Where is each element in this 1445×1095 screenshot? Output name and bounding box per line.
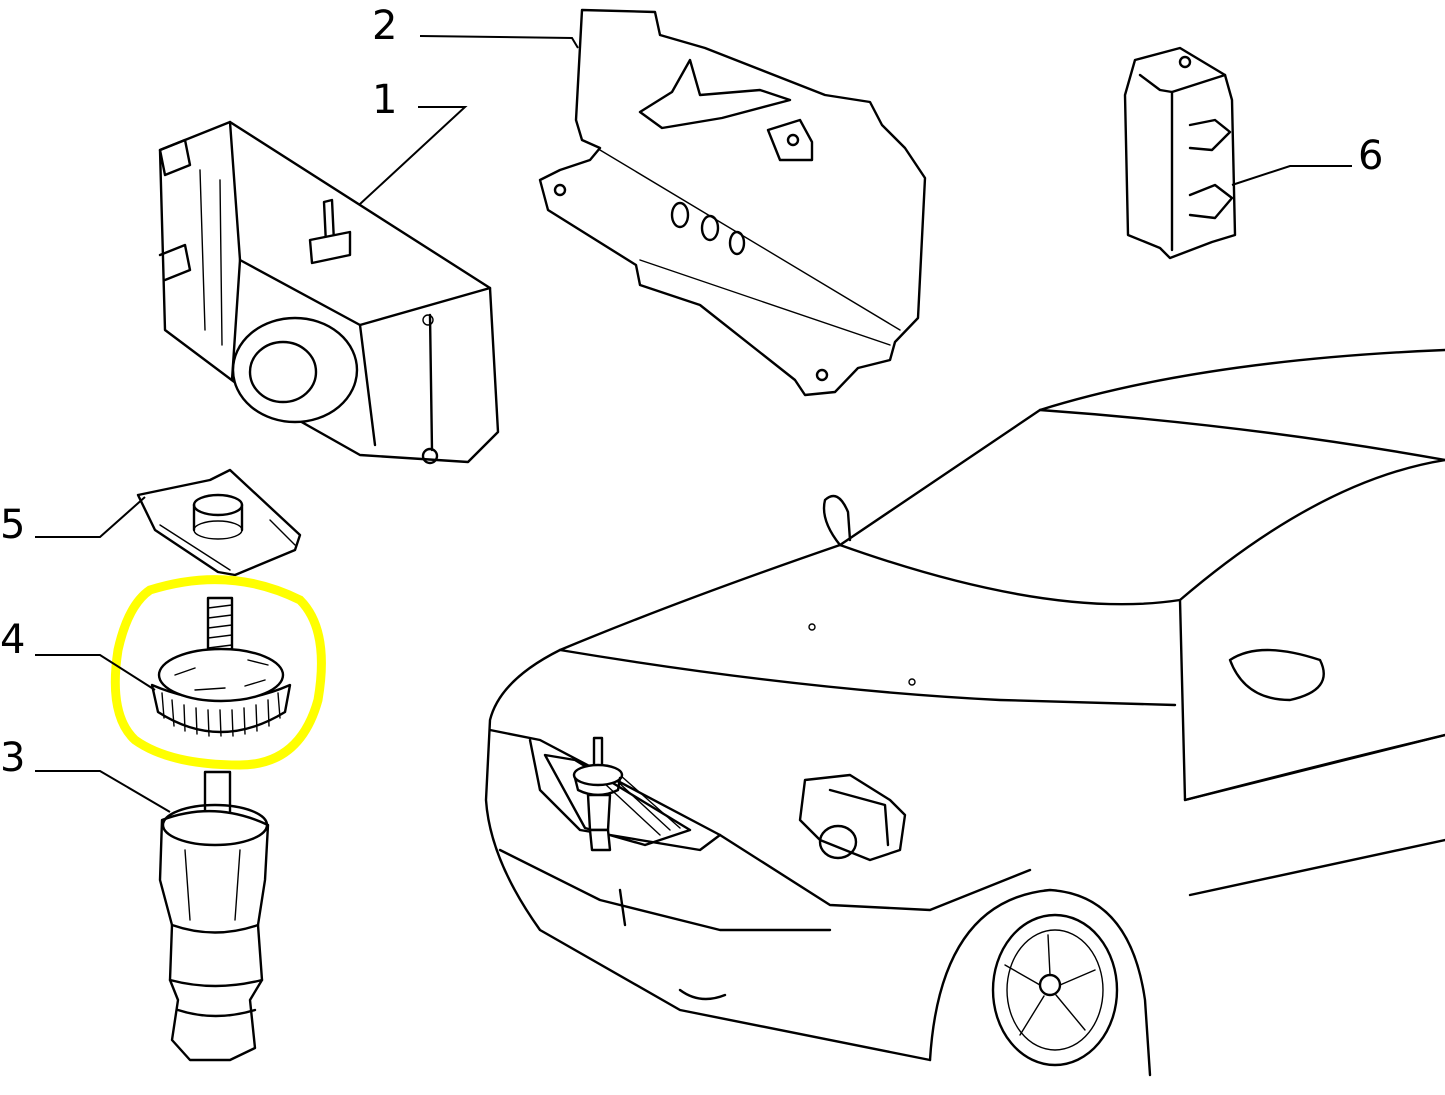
part-3-adjuster [158,770,270,1062]
callout-4: 4 [0,617,26,663]
leader-lines [35,35,1352,813]
part-6-clip [1123,46,1237,260]
callout-6: 6 [1358,133,1384,179]
callout-5: 5 [0,502,26,548]
callout-3: 3 [0,735,26,781]
car-mounted-gear [572,736,624,852]
car-outline [484,348,1445,1077]
highlight-circle [110,575,326,770]
part-4-gear [150,596,292,737]
part-1-actuator [158,120,500,465]
part-5-clip-nut [136,468,302,577]
car-mounted-actuator [798,773,907,862]
part-2-bracket [538,8,927,397]
callout-2: 2 [372,3,398,49]
callout-1: 1 [372,77,398,123]
